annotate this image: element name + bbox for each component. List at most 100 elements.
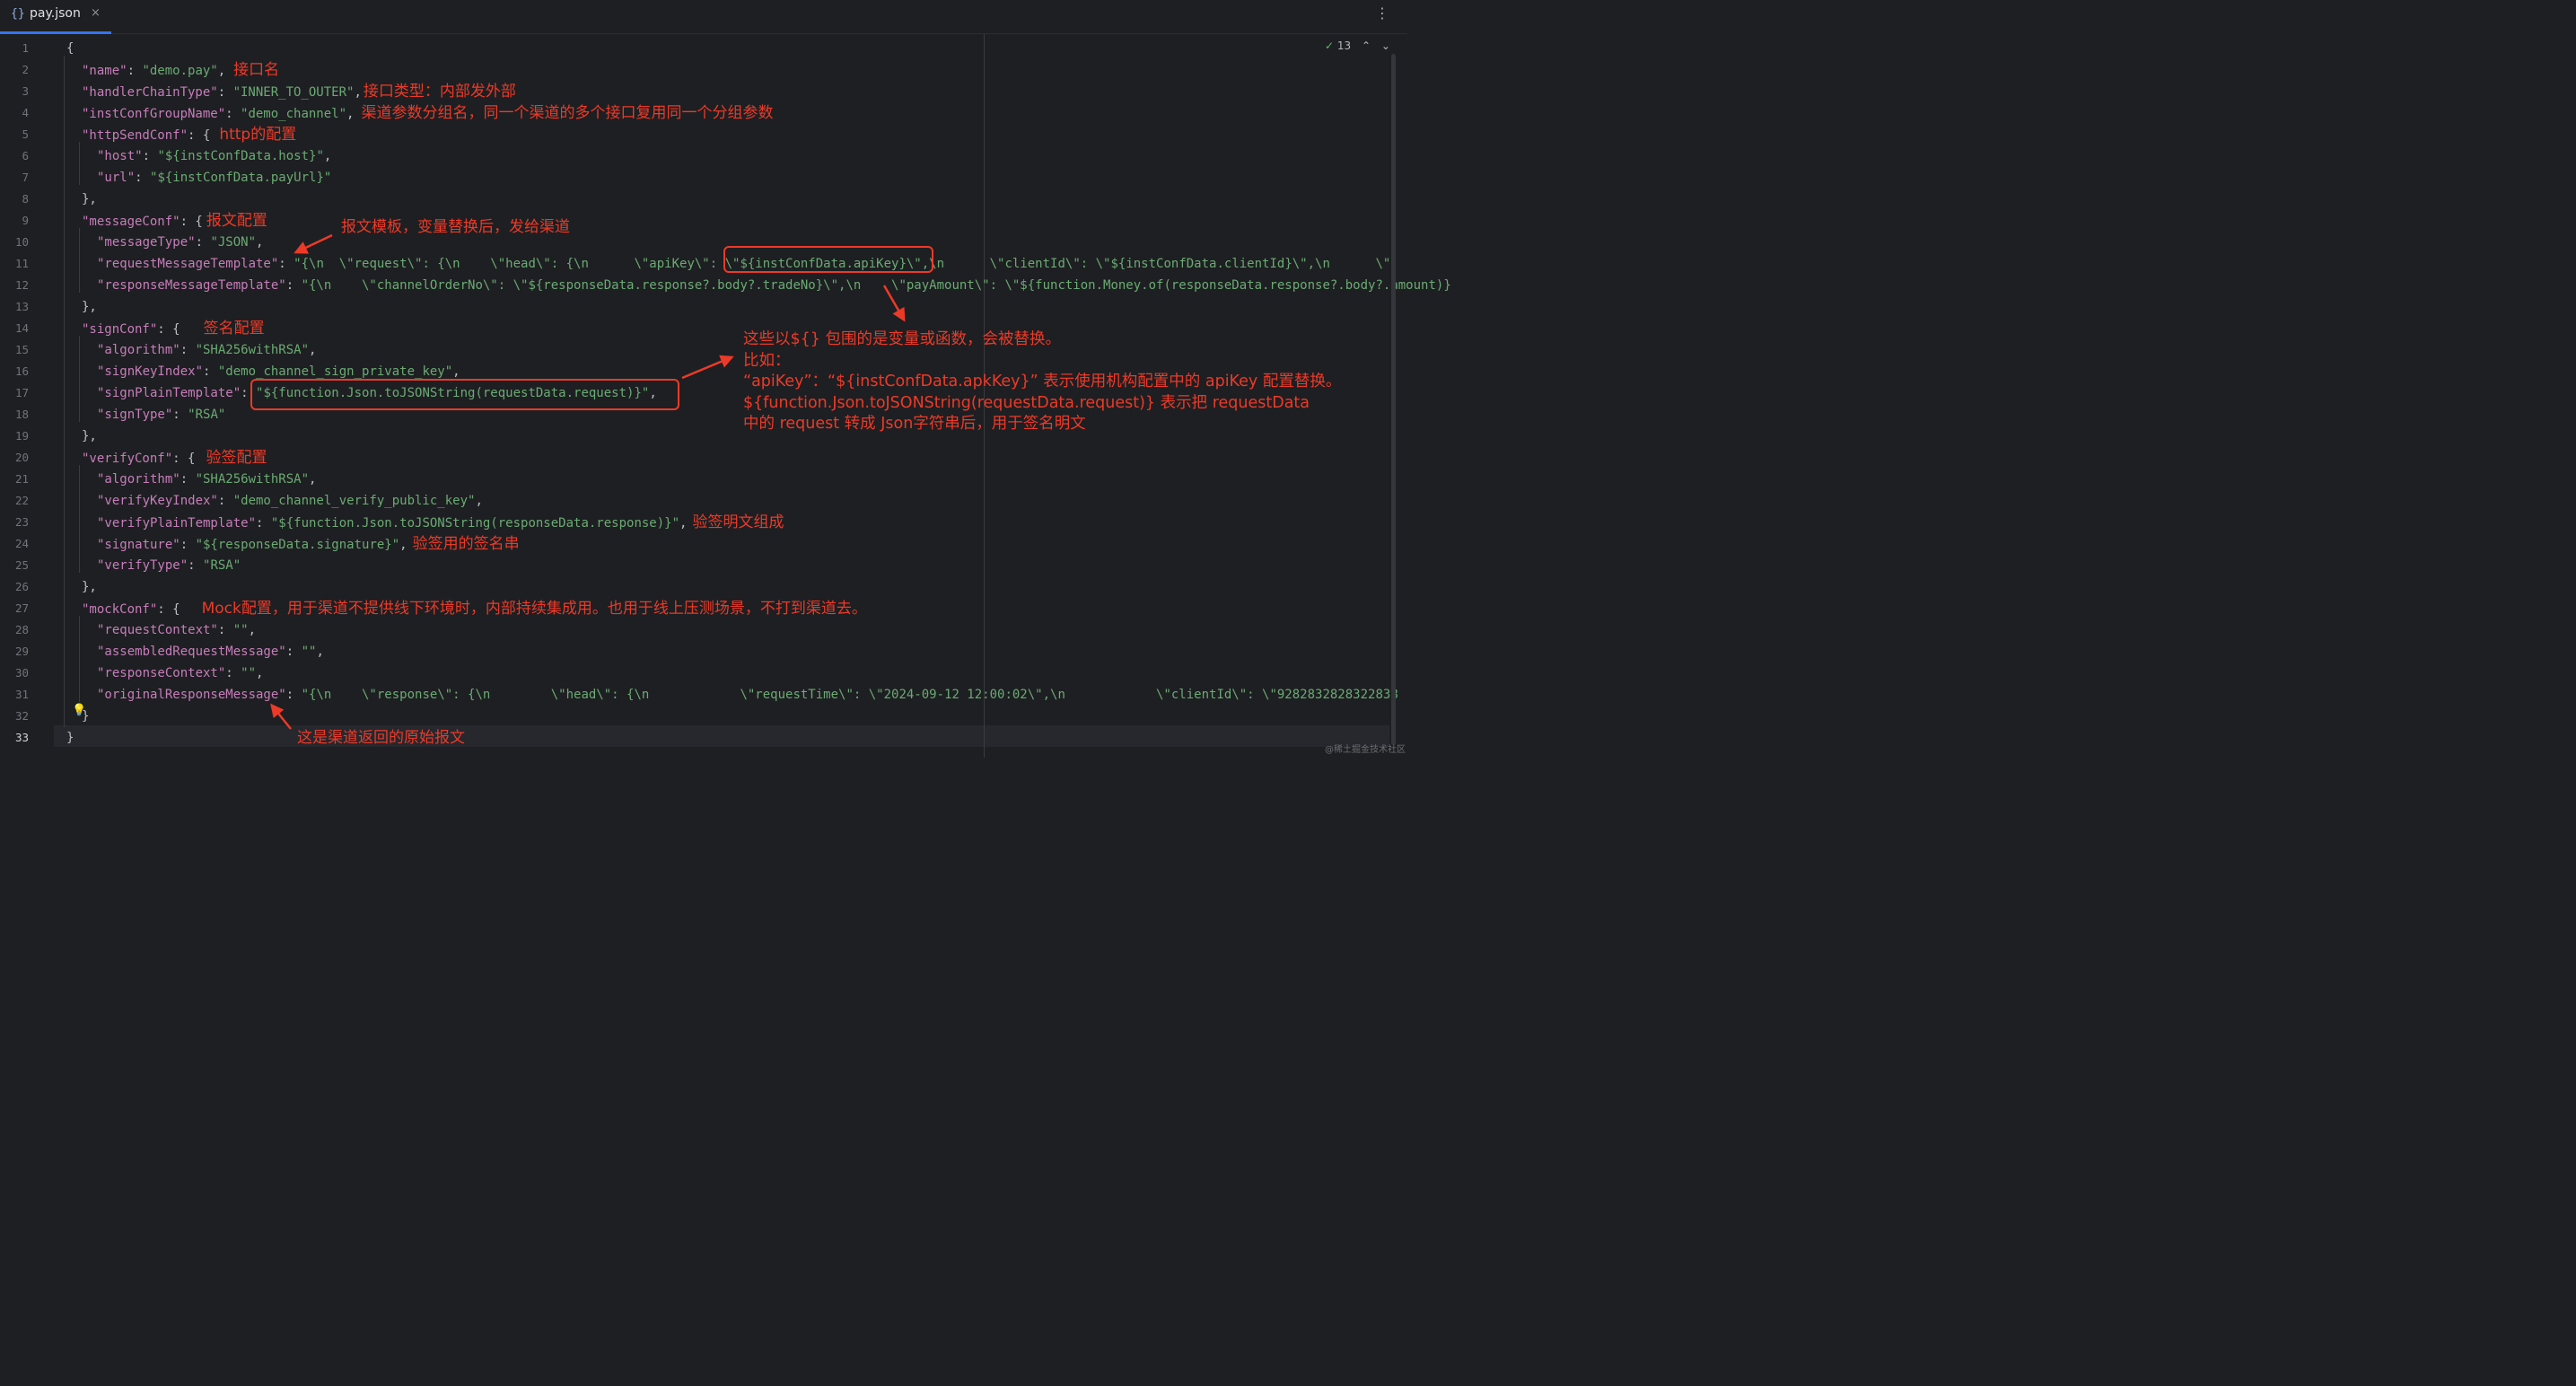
- json-punctuation: ,: [316, 645, 324, 659]
- json-punctuation: :: [225, 107, 241, 121]
- json-key: "signType": [97, 408, 173, 422]
- code-line: "signType": "RSA": [97, 404, 225, 425]
- code-line: "messageConf": {报文配置: [82, 210, 267, 232]
- line-number: 22: [14, 494, 29, 507]
- code-line: "signKeyIndex": "demo_channel_sign_priva…: [97, 361, 460, 382]
- inline-annotation: 签名配置: [203, 320, 265, 338]
- code-line: "algorithm": "SHA256withRSA",: [97, 469, 316, 490]
- arrow-to-request-template: [294, 233, 333, 254]
- line-number: 29: [14, 645, 29, 658]
- json-string: "${function.Json.toJSONString(responseDa…: [270, 516, 680, 531]
- line-number: 3: [22, 84, 29, 98]
- json-string: "SHA256withRSA": [195, 472, 310, 487]
- json-punctuation: :: [278, 257, 294, 271]
- json-key: "messageType": [97, 235, 196, 250]
- json-punctuation: },: [82, 192, 97, 206]
- line-number: 32: [14, 709, 29, 723]
- json-string: "demo_channel_sign_private_key": [217, 364, 453, 379]
- line-number: 5: [22, 127, 29, 141]
- json-key: "responseMessageTemplate": [97, 278, 286, 293]
- more-options-icon[interactable]: ⋮: [1375, 4, 1389, 22]
- json-punctuation: :: [203, 364, 218, 379]
- line-number: 25: [14, 558, 29, 572]
- arrow-to-explain: [882, 285, 906, 322]
- code-line: "algorithm": "SHA256withRSA",: [97, 339, 316, 361]
- json-punctuation: : {: [157, 602, 180, 617]
- code-line: "handlerChainType": "INNER_TO_OUTER",接口类…: [82, 81, 516, 102]
- active-tab-indicator: [0, 31, 111, 34]
- json-key: "algorithm": [97, 343, 180, 357]
- line-number: 9: [22, 214, 29, 227]
- code-line: "verifyType": "RSA": [97, 555, 241, 576]
- inspection-widget[interactable]: ✓ 13 ⌃ ⌄: [1325, 39, 1390, 52]
- json-punctuation: ,: [649, 386, 657, 400]
- json-punctuation: ,: [475, 494, 483, 508]
- annotation-explanation: 这些以${} 包围的是变量或函数，会被替换。 比如： “apiKey”：“${i…: [743, 329, 1341, 435]
- line-number: 33: [14, 731, 29, 744]
- tab-pay-json[interactable]: {} pay.json ×: [0, 0, 111, 34]
- code-line: "instConfGroupName": "demo_channel",渠道参数…: [82, 102, 773, 124]
- line-number: 14: [14, 321, 29, 335]
- json-string: "${responseData.signature}": [195, 538, 400, 552]
- json-punctuation: : {: [172, 452, 196, 466]
- code-line: "assembledRequestMessage": "",: [97, 641, 324, 662]
- line-number: 1: [22, 41, 29, 55]
- line-number: 15: [14, 343, 29, 356]
- chevron-up-icon[interactable]: ⌃: [1362, 39, 1371, 52]
- annotation-original-message: 这是渠道返回的原始报文: [297, 729, 465, 747]
- line-number: 24: [14, 537, 29, 550]
- vertical-scrollbar[interactable]: [1391, 54, 1396, 745]
- json-key: "verifyConf": [82, 452, 173, 466]
- line-number: 18: [14, 408, 29, 421]
- code-line: "name": "demo.pay",接口名: [82, 59, 279, 81]
- json-string: "demo.pay": [142, 64, 218, 78]
- lightbulb-icon[interactable]: 💡: [72, 704, 87, 717]
- json-key: "assembledRequestMessage": [97, 645, 286, 659]
- arrow-from-sign-template: [681, 355, 734, 380]
- line-number: 19: [14, 429, 29, 443]
- inline-annotation: http的配置: [219, 126, 297, 144]
- code-line: }: [66, 727, 74, 749]
- json-punctuation: :: [285, 278, 302, 293]
- json-key: "signature": [97, 538, 180, 552]
- close-icon[interactable]: ×: [91, 6, 101, 20]
- code-line: "requestMessageTemplate": "{\n \"request…: [97, 253, 1390, 275]
- line-number: 8: [22, 192, 29, 206]
- code-line: {: [66, 38, 74, 59]
- line-number: 11: [14, 257, 29, 270]
- json-key: "url": [97, 171, 136, 185]
- line-number: 16: [14, 364, 29, 378]
- annotation-arrows: [270, 233, 906, 730]
- json-string: "RSA": [203, 558, 241, 573]
- code-line: "originalResponseMessage": "{\n \"respon…: [97, 684, 1398, 706]
- line-number: 6: [22, 149, 29, 162]
- indent-guide: [64, 56, 65, 727]
- explain-line: “apiKey”：“${instConfData.apkKey}” 表示使用机构…: [743, 373, 1342, 390]
- line-number: 21: [14, 472, 29, 486]
- json-string: "INNER_TO_OUTER": [232, 85, 355, 100]
- json-file-icon: {}: [11, 7, 25, 21]
- code-editor[interactable]: { "name": "demo.pay",接口名"handlerChainType…: [54, 34, 1451, 758]
- json-punctuation: ,: [679, 516, 688, 531]
- json-punctuation: },: [82, 429, 97, 443]
- code-line: },: [82, 189, 97, 210]
- chevron-down-icon[interactable]: ⌄: [1380, 39, 1390, 52]
- json-key: "requestMessageTemplate": [97, 257, 279, 271]
- json-string: "": [232, 623, 249, 637]
- json-key: "verifyPlainTemplate": [97, 516, 257, 531]
- json-key: "signKeyIndex": [97, 364, 204, 379]
- json-punctuation: :: [195, 235, 211, 250]
- code-line: "httpSendConf": {http的配置: [82, 124, 296, 145]
- code-line: "signConf": {签名配置: [82, 318, 265, 339]
- code-line: },: [82, 296, 97, 318]
- indent-guide: [79, 616, 80, 702]
- json-punctuation: ,: [354, 85, 362, 100]
- json-punctuation: ,: [248, 623, 257, 637]
- json-punctuation: ,: [309, 343, 317, 357]
- inline-annotation: Mock配置，用于渠道不提供线下环境时，内部持续集成用。也用于线上压测场景，不打…: [201, 600, 867, 618]
- json-punctuation: :: [127, 64, 143, 78]
- right-margin-guide: [984, 34, 985, 758]
- json-punctuation: ,: [323, 149, 332, 163]
- inline-annotation: 验签配置: [206, 449, 267, 467]
- json-string: "": [241, 666, 257, 680]
